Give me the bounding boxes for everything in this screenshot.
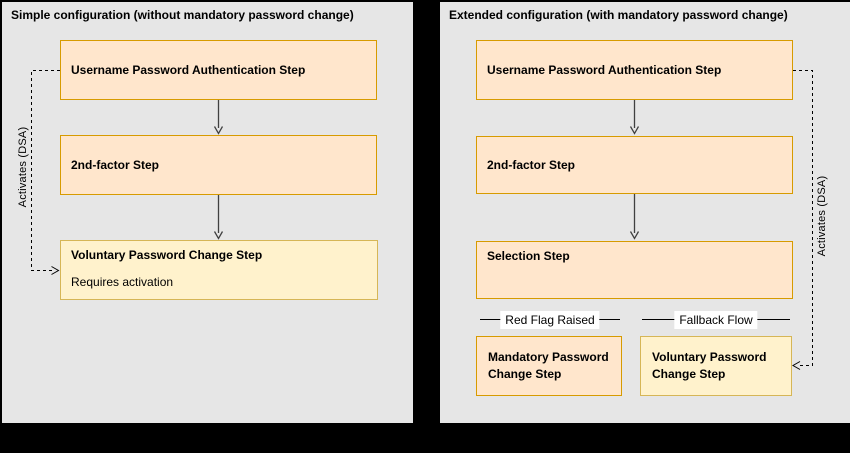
arrowhead-down-icon <box>213 231 224 240</box>
activation-dashed-connector <box>793 70 813 366</box>
edge-label-red-flag-raised: Red Flag Raised <box>500 311 600 329</box>
node-label: 2nd-factor Step <box>487 157 576 172</box>
arrowhead-down-icon <box>629 126 640 135</box>
activates-dsa-label: Activates (DSA) <box>816 175 828 257</box>
panel-extended-configuration: Extended configuration (with mandatory p… <box>440 2 850 423</box>
node-label: Voluntary Password Change Step <box>71 248 263 262</box>
node-2nd-factor-step: 2nd-factor Step <box>60 135 377 195</box>
flow-edges-simple <box>31 70 224 275</box>
node-2nd-factor-step: 2nd-factor Step <box>476 136 793 194</box>
panel-title-simple: Simple configuration (without mandatory … <box>11 8 354 22</box>
node-label: Selection Step <box>487 249 570 263</box>
node-selection-step: Selection Step <box>476 241 793 299</box>
arrowhead-left-icon <box>791 361 801 370</box>
node-username-password-auth-step: Username Password Authentication Step <box>60 40 377 100</box>
node-note: Requires activation <box>71 275 174 289</box>
panel-simple-configuration: Simple configuration (without mandatory … <box>2 2 413 423</box>
arrowhead-down-icon <box>629 231 640 240</box>
arrowhead-right-icon <box>51 266 60 275</box>
node-username-password-auth-step: Username Password Authentication Step <box>476 40 793 100</box>
arrowhead-down-icon <box>213 126 224 135</box>
panel-title-extended: Extended configuration (with mandatory p… <box>449 8 788 22</box>
node-label: Username Password Authentication Step <box>71 62 306 77</box>
node-label: 2nd-factor Step <box>71 157 160 172</box>
activation-dashed-connector <box>31 70 60 271</box>
node-mandatory-password-change-step: Mandatory Password Change Step <box>476 336 622 396</box>
node-voluntary-password-change-step: Voluntary Password Change Step Requires … <box>60 240 378 300</box>
edge-label-fallback-flow: Fallback Flow <box>674 311 758 329</box>
node-label: Mandatory Password Change Step <box>488 350 609 381</box>
node-voluntary-password-change-step: Voluntary Password Change Step <box>640 336 792 396</box>
node-label: Username Password Authentication Step <box>487 62 722 77</box>
activates-dsa-label: Activates (DSA) <box>17 126 29 208</box>
node-label: Voluntary Password Change Step <box>652 350 767 381</box>
